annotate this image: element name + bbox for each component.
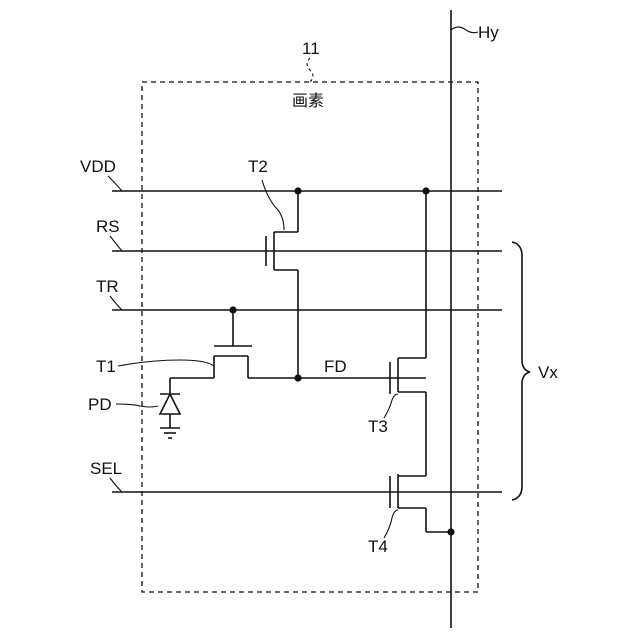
block-name-label: 画素: [292, 91, 324, 110]
block-ref-label: 11: [302, 39, 320, 58]
t1-label: T1: [96, 357, 116, 376]
vdd-t3-node: [422, 187, 429, 194]
t4-transistor: [390, 474, 451, 532]
tr-leader: [110, 296, 122, 310]
tr-label: TR: [96, 277, 119, 296]
hy-label: Hy: [478, 23, 499, 42]
vdd-label: VDD: [80, 157, 116, 176]
pd-photodiode: [160, 378, 180, 438]
rs-leader: [110, 236, 122, 251]
t4-label: T4: [368, 537, 388, 556]
t1-leader: [118, 360, 214, 366]
fd-label: FD: [324, 357, 347, 376]
rs-label: RS: [96, 217, 120, 236]
output-node: [447, 528, 454, 535]
t3-label: T3: [368, 417, 388, 436]
sel-leader: [110, 478, 122, 492]
t4-leader: [384, 510, 398, 538]
vdd-leader: [108, 176, 122, 191]
t2-label: T2: [248, 157, 268, 176]
sel-label: SEL: [90, 459, 122, 478]
pixel-boundary: [142, 82, 478, 592]
t3-transistor: [390, 191, 426, 476]
vx-bracket: [512, 242, 530, 500]
pd-leader: [116, 404, 158, 407]
vdd-t2-node: [294, 187, 301, 194]
pd-label: PD: [88, 395, 112, 414]
fd-node: [294, 374, 301, 381]
t3-leader: [384, 394, 398, 418]
block-ref-leader: [307, 58, 313, 82]
vx-label: Vx: [538, 363, 558, 382]
t2-leader: [262, 180, 284, 230]
hy-leader: [451, 27, 478, 33]
